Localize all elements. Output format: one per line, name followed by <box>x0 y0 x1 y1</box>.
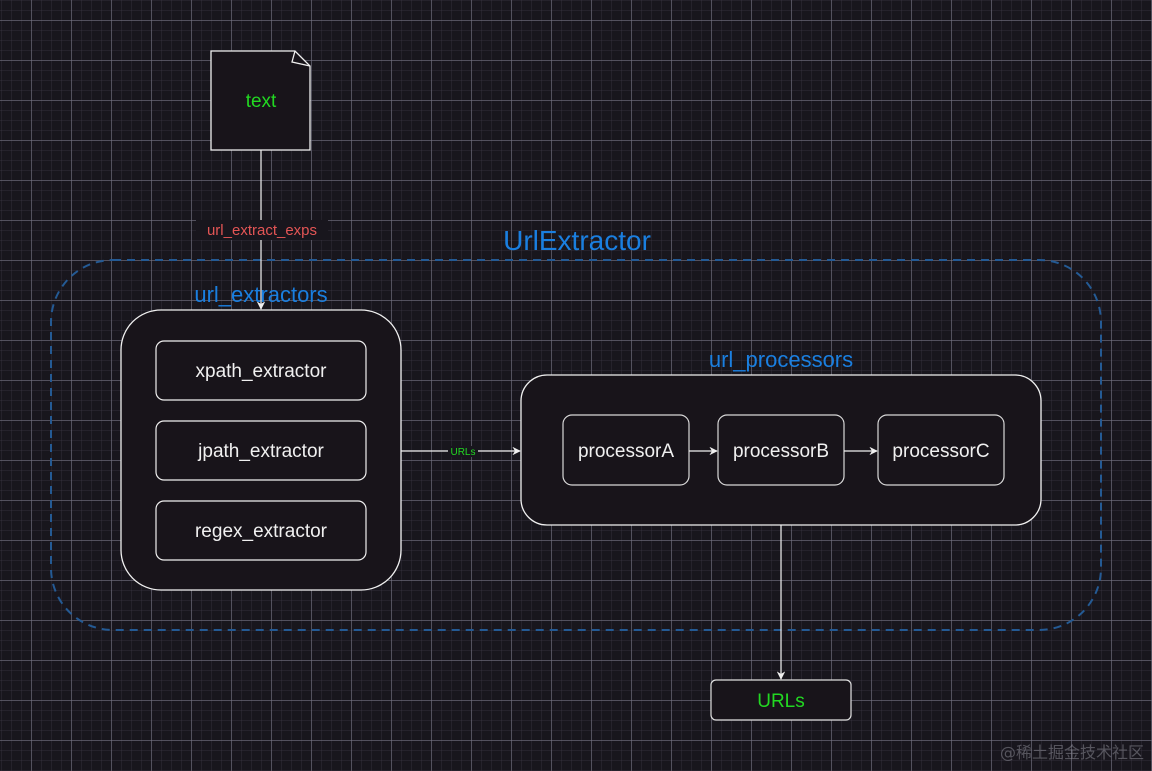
url-extractor-container[interactable] <box>50 259 1102 631</box>
url-extractor-title: UrlExtractor <box>503 225 651 256</box>
input-document-node[interactable]: text <box>210 50 311 151</box>
output-urls-node[interactable]: URLs <box>710 679 852 721</box>
processor-node-b[interactable]: processorB <box>717 414 845 486</box>
output-urls-label: URLs <box>757 691 805 712</box>
watermark: @稀土掘金技术社区 <box>999 743 1144 762</box>
document-fold <box>291 50 311 67</box>
document-icon <box>210 50 311 151</box>
edge-label-urls: URLs <box>450 447 475 458</box>
processor-label: processorB <box>733 441 829 462</box>
extractor-node-regex[interactable]: regex_extractor <box>155 500 367 561</box>
extractor-label: xpath_extractor <box>196 361 328 382</box>
processor-label: processorC <box>892 441 989 462</box>
edge-label-url-extract-exps: url_extract_exps <box>207 222 317 239</box>
input-document-label: text <box>246 91 277 112</box>
extractor-node-jpath[interactable]: jpath_extractor <box>155 420 367 481</box>
url-extractors-title: url_extractors <box>194 282 327 307</box>
url-processors-title: url_processors <box>709 347 853 372</box>
edge-label-bg <box>196 220 328 240</box>
processor-label: processorA <box>578 441 674 462</box>
processor-node-c[interactable]: processorC <box>877 414 1005 486</box>
extractor-label: regex_extractor <box>195 521 328 542</box>
extractor-label: jpath_extractor <box>197 441 324 462</box>
extractor-node-xpath[interactable]: xpath_extractor <box>155 340 367 401</box>
processor-node-a[interactable]: processorA <box>562 414 690 486</box>
edge-label-bg <box>448 446 478 457</box>
